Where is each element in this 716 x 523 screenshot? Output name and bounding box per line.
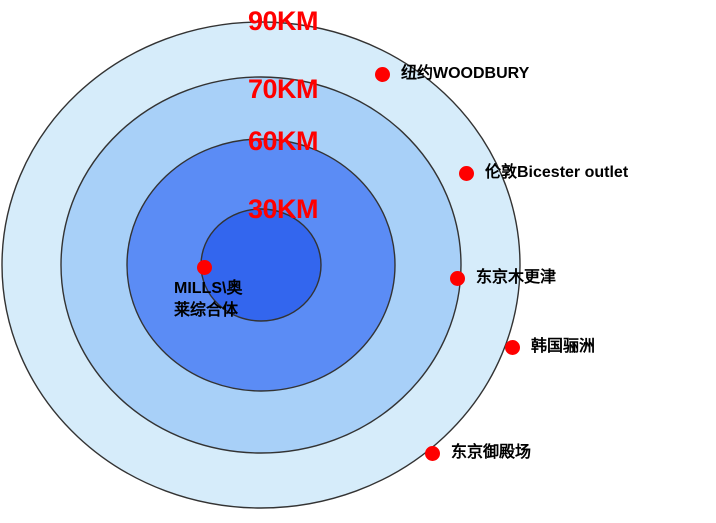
poi-label: 东京木更津 bbox=[476, 269, 557, 286]
ring-label-90km: 90KM bbox=[248, 6, 319, 36]
poi-dot-icon bbox=[425, 445, 440, 461]
poi-marker: 韩国骊洲 bbox=[505, 339, 595, 355]
center-marker-dot bbox=[197, 260, 212, 275]
poi-label: 东京御殿场 bbox=[451, 444, 532, 461]
ring-label-70km: 70KM bbox=[248, 74, 319, 104]
poi-dot-icon bbox=[459, 165, 474, 181]
poi-label: 纽约WOODBURY bbox=[401, 65, 530, 82]
poi-marker: 伦敦Bicester outlet bbox=[459, 165, 628, 181]
poi-label: 伦敦Bicester outlet bbox=[485, 164, 629, 181]
poi-marker: 纽约WOODBURY bbox=[375, 66, 529, 82]
center-label: MILLS\奥 莱综合体 bbox=[174, 278, 242, 321]
center-label-line-2: 莱综合体 bbox=[174, 301, 239, 319]
center-label-line-1: MILLS\奥 bbox=[174, 280, 243, 297]
poi-dot-icon bbox=[450, 270, 465, 286]
ring-label-30km: 30KM bbox=[248, 194, 319, 224]
poi-label: 韩国骊洲 bbox=[531, 338, 596, 355]
poi-marker: 东京御殿场 bbox=[425, 445, 531, 461]
poi-dot-icon bbox=[505, 339, 520, 355]
ring-label-60km: 60KM bbox=[248, 126, 319, 156]
poi-dot-icon bbox=[375, 66, 390, 82]
poi-marker: 东京木更津 bbox=[450, 270, 556, 286]
